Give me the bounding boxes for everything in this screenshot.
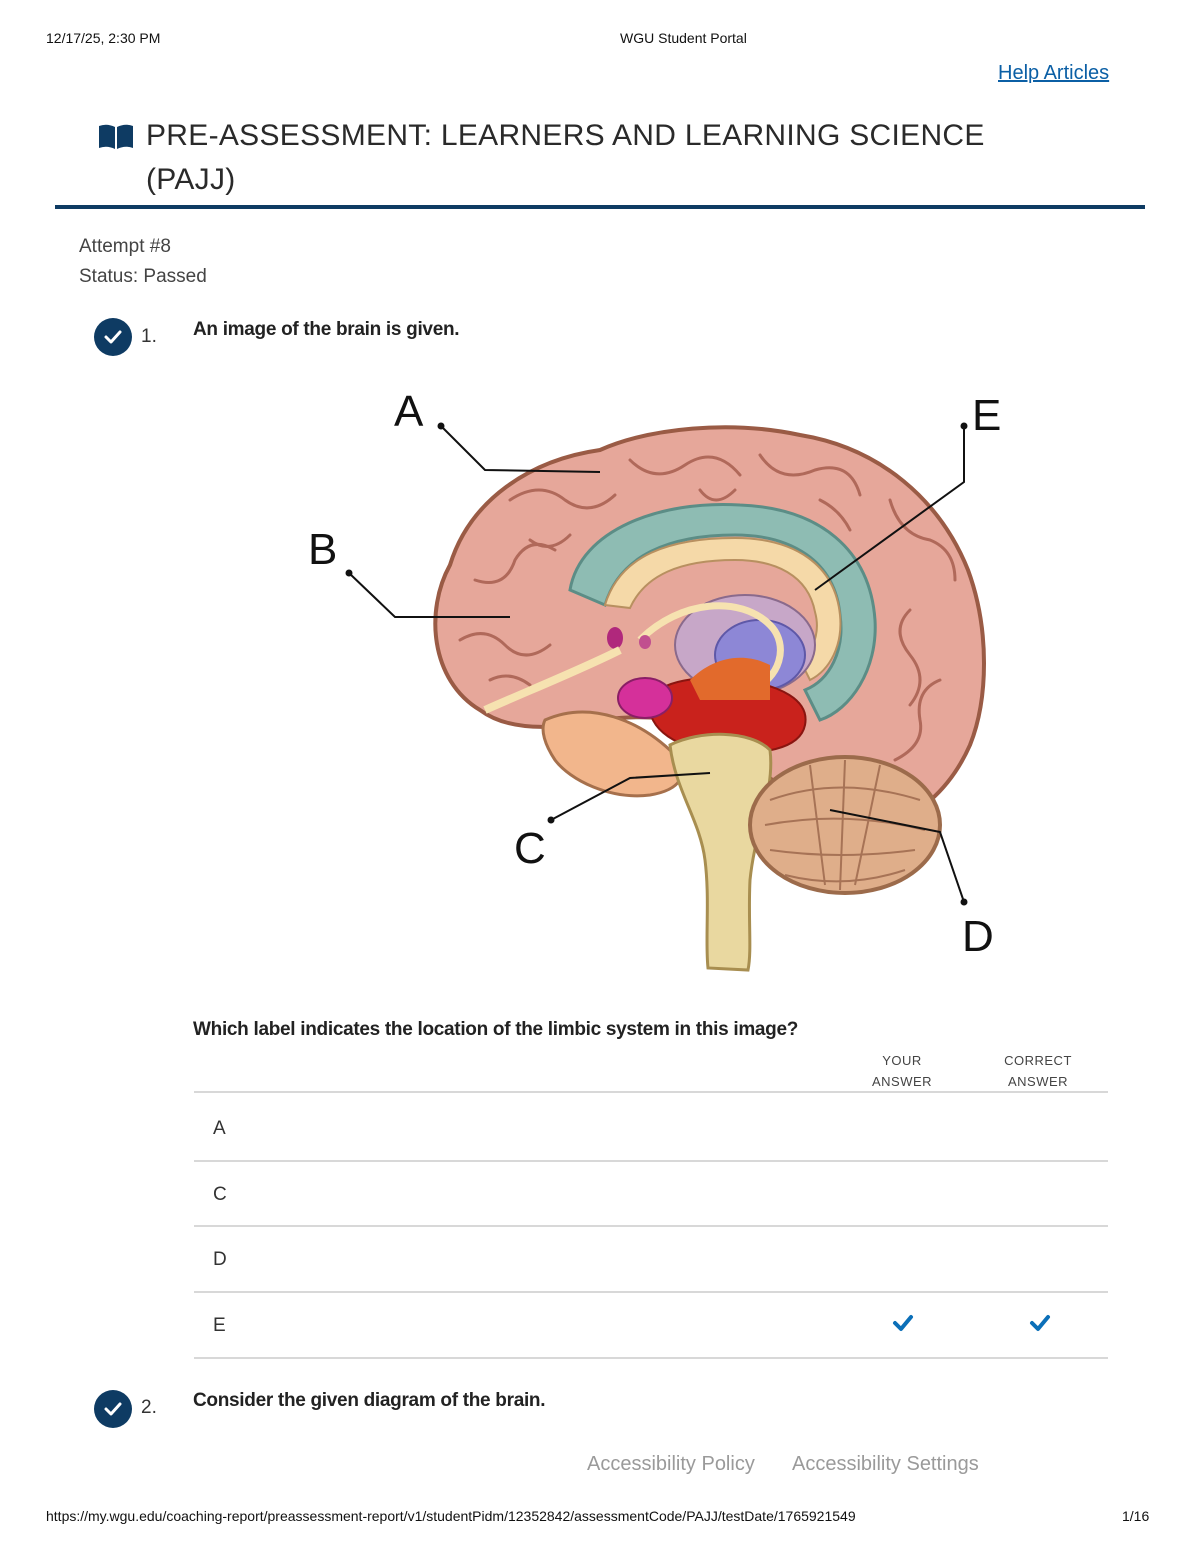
- row-divider: [194, 1291, 1108, 1293]
- answer-option-label: A: [213, 1118, 226, 1139]
- attempt-status: Status: Passed: [79, 266, 207, 287]
- question-text: Which label indicates the location of th…: [193, 1019, 799, 1040]
- check-circle-icon: [94, 318, 132, 356]
- diagram-label-b: B: [308, 525, 337, 574]
- row-divider: [194, 1160, 1108, 1162]
- diagram-label-e: E: [972, 391, 1001, 440]
- answer-option-label: E: [213, 1315, 226, 1336]
- check-circle-icon: [94, 1390, 132, 1428]
- accessibility-policy-link[interactable]: Accessibility Policy: [587, 1453, 755, 1475]
- diagram-label-a: A: [394, 387, 424, 436]
- your-answer-header: YOUR ANSWER: [871, 1053, 933, 1089]
- question-number: 2.: [141, 1397, 157, 1418]
- brain-diagram: A B C D E: [300, 380, 1020, 980]
- row-divider: [194, 1357, 1108, 1359]
- diagram-label-c: C: [514, 824, 546, 873]
- question-number: 1.: [141, 326, 157, 347]
- print-datetime: 12/17/25, 2:30 PM: [46, 30, 161, 46]
- diagram-label-d: D: [962, 912, 994, 961]
- answer-option-label: C: [213, 1184, 227, 1205]
- print-page-count: 1/16: [1122, 1508, 1150, 1524]
- attempt-number: Attempt #8: [79, 236, 171, 257]
- accessibility-settings-link[interactable]: Accessibility Settings: [792, 1453, 979, 1475]
- book-icon: [98, 123, 134, 151]
- row-divider: [194, 1091, 1108, 1093]
- help-articles-link[interactable]: Help Articles: [998, 62, 1110, 84]
- page-title: PRE-ASSESSMENT: LEARNERS AND LEARNING SC…: [146, 119, 985, 196]
- question-prompt: Consider the given diagram of the brain.: [193, 1390, 546, 1411]
- row-divider: [194, 1225, 1108, 1227]
- title-divider: [55, 205, 1145, 209]
- print-site-title: WGU Student Portal: [620, 30, 747, 46]
- correct-answer-check-icon: [1029, 1314, 1051, 1332]
- correct-answer-header: CORRECT ANSWER: [1004, 1053, 1072, 1089]
- print-url: https://my.wgu.edu/coaching-report/preas…: [46, 1508, 856, 1524]
- question-prompt: An image of the brain is given.: [193, 319, 460, 340]
- your-answer-check-icon: [892, 1314, 914, 1332]
- answer-option-label: D: [213, 1249, 227, 1270]
